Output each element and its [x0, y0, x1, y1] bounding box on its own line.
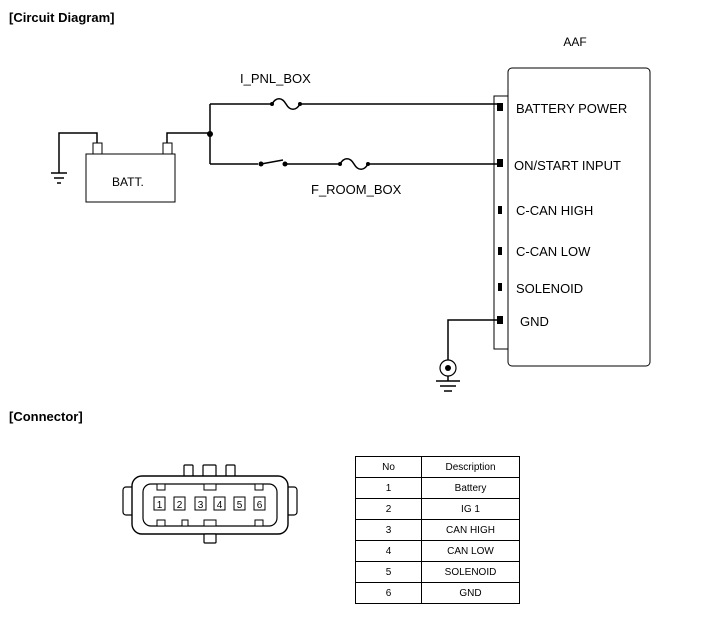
pin-label-on-start-input: ON/START INPUT	[514, 158, 621, 173]
table-header-row: No Description	[355, 456, 520, 478]
pin-description-cell: GND	[421, 582, 520, 604]
ignition-switch-icon	[258, 159, 288, 167]
table-row: 5 SOLENOID	[355, 561, 520, 583]
pin-no-cell: 4	[355, 540, 422, 562]
pin-label-c-can-low: C-CAN LOW	[516, 244, 591, 259]
pin-description-cell: SOLENOID	[421, 561, 520, 583]
fuse-bottom-label: F_ROOM_BOX	[311, 182, 402, 197]
pin-no-cell: 2	[355, 498, 422, 520]
table-row: 2 IG 1	[355, 498, 520, 520]
connector-pin-number: 2	[177, 500, 183, 511]
pin-description-cell: CAN HIGH	[421, 519, 520, 541]
battery-terminal-negative	[92, 142, 103, 155]
ground-wire-battery	[58, 132, 98, 173]
pin-no-cell: 1	[355, 477, 422, 499]
pin-terminal	[497, 159, 503, 167]
connector-pin-number: 3	[198, 500, 204, 511]
pin-terminal	[497, 316, 503, 324]
pin-terminal	[498, 283, 502, 291]
table-row: 4 CAN LOW	[355, 540, 520, 562]
column-header-no: No	[355, 456, 422, 478]
ground-icon	[436, 359, 460, 392]
table-row: 1 Battery	[355, 477, 520, 499]
table-row: 3 CAN HIGH	[355, 519, 520, 541]
module-connector	[493, 95, 509, 350]
connector-title: [Connector]	[9, 409, 83, 424]
pin-label-gnd: GND	[520, 314, 549, 329]
pin-label-solenoid: SOLENOID	[516, 281, 583, 296]
table-row: 6 GND	[355, 582, 520, 604]
connector-pin-number: 1	[157, 500, 163, 511]
pin-description-cell: CAN LOW	[421, 540, 520, 562]
pin-terminal	[497, 103, 503, 111]
connector-pin-number: 5	[237, 500, 243, 511]
pin-description-table: No Description 1 Battery 2 IG 1 3 CAN HI…	[355, 456, 520, 604]
module-label: AAF	[563, 35, 586, 49]
pin-label-c-can-high: C-CAN HIGH	[516, 203, 593, 218]
connector-face-icon	[122, 464, 298, 544]
pin-description-cell: IG 1	[421, 498, 520, 520]
pin-label-battery-power: BATTERY POWER	[516, 101, 627, 116]
pin-no-cell: 3	[355, 519, 422, 541]
pin-no-cell: 6	[355, 582, 422, 604]
pin-terminal	[498, 247, 502, 255]
connector-pin-number: 6	[257, 500, 263, 511]
fuse-icon	[270, 98, 302, 110]
circuit-diagram-title: [Circuit Diagram]	[9, 10, 115, 25]
connector-pin-number: 4	[217, 500, 223, 511]
fuse-icon	[338, 158, 370, 170]
column-header-description: Description	[421, 456, 520, 478]
fuse-top-label: I_PNL_BOX	[240, 71, 311, 86]
chassis-ground-icon	[51, 172, 67, 184]
pin-no-cell: 5	[355, 561, 422, 583]
pin-description-cell: Battery	[421, 477, 520, 499]
battery-terminal-positive	[162, 142, 173, 155]
pin-terminal	[498, 206, 502, 214]
battery-body	[85, 153, 176, 203]
wire-gnd	[447, 319, 497, 360]
battery-label: BATT.	[112, 175, 144, 189]
battery-positive-wire	[166, 132, 210, 143]
